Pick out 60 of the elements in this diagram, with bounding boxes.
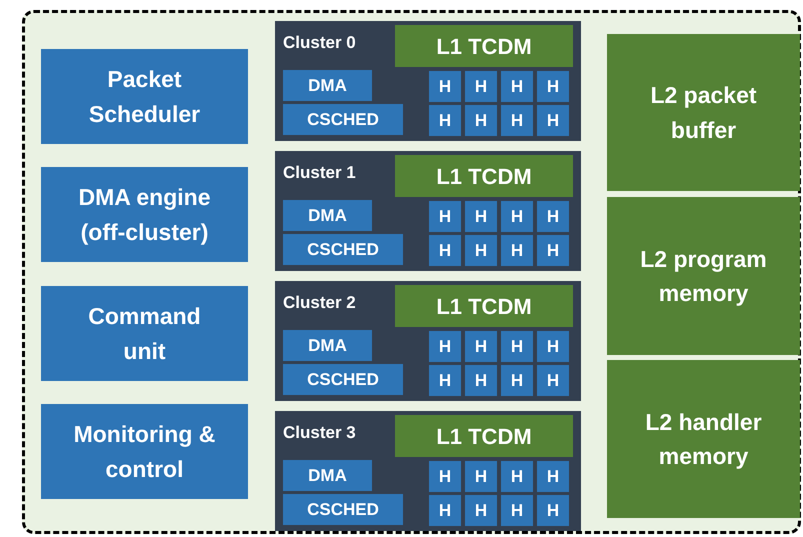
handler-core: H — [537, 365, 569, 396]
handler-core: H — [501, 331, 533, 362]
unit-block: Command unit — [41, 286, 248, 381]
handler-core: H — [501, 461, 533, 492]
handler-core: H — [501, 105, 533, 136]
cluster-panel — [275, 281, 581, 401]
handler-core: H — [501, 495, 533, 526]
handler-core: H — [537, 71, 569, 102]
handler-core: H — [501, 365, 533, 396]
handler-core: H — [537, 105, 569, 136]
cluster-panel — [275, 151, 581, 271]
handler-core: H — [501, 71, 533, 102]
dma-block: DMA — [283, 460, 372, 491]
handler-core: H — [465, 201, 497, 232]
handler-core: H — [429, 201, 461, 232]
handler-core: H — [429, 461, 461, 492]
dma-block: DMA — [283, 330, 372, 361]
handler-core: H — [537, 461, 569, 492]
handler-core: H — [465, 71, 497, 102]
handler-core: H — [537, 495, 569, 526]
handler-core: H — [429, 235, 461, 266]
unit-block: Packet Scheduler — [41, 49, 248, 144]
scheduler-block: CSCHED — [283, 104, 403, 135]
scheduler-block: CSCHED — [283, 494, 403, 525]
handler-core: H — [465, 365, 497, 396]
memory-block: L2 handler memory — [607, 360, 800, 518]
handler-core: H — [465, 105, 497, 136]
handler-core: H — [465, 495, 497, 526]
handler-core: H — [429, 71, 461, 102]
handler-core: H — [537, 235, 569, 266]
handler-core: H — [501, 235, 533, 266]
handler-core: H — [429, 495, 461, 526]
memory-block: L1 TCDM — [395, 285, 573, 327]
scheduler-block: CSCHED — [283, 364, 403, 395]
memory-block: L2 packet buffer — [607, 34, 800, 191]
cluster-panel — [275, 411, 581, 531]
memory-block: L1 TCDM — [395, 155, 573, 197]
memory-block: L1 TCDM — [395, 415, 573, 457]
handler-core: H — [537, 331, 569, 362]
cluster-panel — [275, 21, 581, 141]
memory-block: L1 TCDM — [395, 25, 573, 67]
handler-core: H — [429, 331, 461, 362]
dashed-boundary — [22, 10, 801, 534]
handler-core: H — [537, 201, 569, 232]
handler-core: H — [501, 201, 533, 232]
handler-core: H — [465, 235, 497, 266]
handler-core: H — [429, 365, 461, 396]
dma-block: DMA — [283, 70, 372, 101]
cluster-label: Cluster 3 — [283, 422, 356, 444]
scheduler-block: CSCHED — [283, 234, 403, 265]
unit-block: Monitoring & control — [41, 404, 248, 499]
memory-block: L2 program memory — [607, 197, 800, 355]
handler-core: H — [465, 461, 497, 492]
cluster-label: Cluster 0 — [283, 32, 356, 54]
cluster-label: Cluster 1 — [283, 162, 356, 184]
dma-block: DMA — [283, 200, 372, 231]
handler-core: H — [465, 331, 497, 362]
handler-core: H — [429, 105, 461, 136]
unit-block: DMA engine (off-cluster) — [41, 167, 248, 262]
cluster-label: Cluster 2 — [283, 292, 356, 314]
